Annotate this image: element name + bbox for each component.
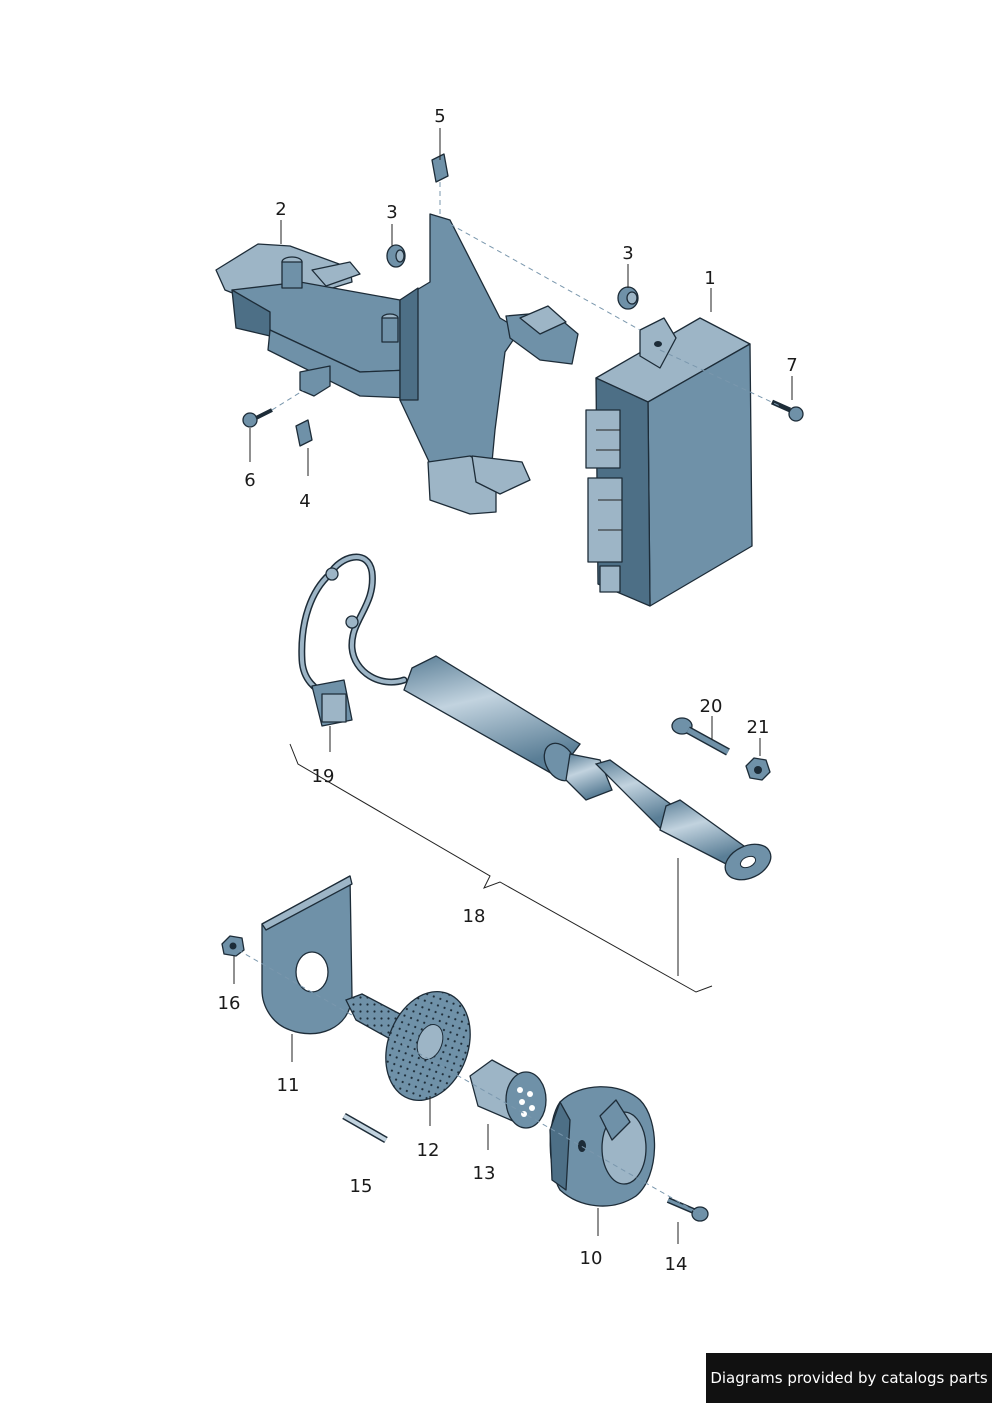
nut-part-21 [745,757,771,781]
label-15: 15 [350,1176,373,1197]
mounting-plate [299,213,579,515]
actuator-part-18 [298,553,772,881]
label-1: 1 [704,268,715,289]
connector-insert-part-13 [469,1059,547,1129]
clip-nut-part-4 [295,419,313,447]
mounting-plate-part-11 [261,875,353,1035]
screw-part-6 [242,408,273,428]
bolt-part-20 [671,717,730,756]
label-20: 20 [700,696,723,717]
control-module-part-1 [585,317,753,607]
socket-housing-part-10 [549,1086,656,1207]
label-13: 13 [473,1163,496,1184]
credit-banner: Diagrams provided by catalogs parts [706,1353,992,1403]
part-labels: 5 2 3 3 1 7 6 4 20 21 19 18 16 11 12 13 … [218,106,798,1275]
label-14: 14 [665,1254,688,1275]
label-10: 10 [580,1248,603,1269]
screw-part-14 [666,1197,709,1222]
contact-carrier-part-12 [345,990,471,1102]
label-18: 18 [463,906,486,927]
label-12: 12 [417,1140,440,1161]
label-2: 2 [275,199,286,220]
label-19: 19 [312,766,335,787]
label-11: 11 [277,1075,300,1096]
bracket-part-2 [215,243,431,403]
label-16: 16 [218,993,241,1014]
label-7: 7 [786,355,797,376]
label-21: 21 [747,717,770,738]
label-6: 6 [244,470,255,491]
label-3b: 3 [622,243,633,264]
label-4: 4 [299,491,310,512]
rubber-grommet-part-3 [386,244,639,310]
label-5: 5 [434,106,445,127]
pin-part-15 [342,1112,388,1144]
leader-lines [233,128,793,1244]
nut-part-16 [221,935,245,957]
label-3a: 3 [386,202,397,223]
